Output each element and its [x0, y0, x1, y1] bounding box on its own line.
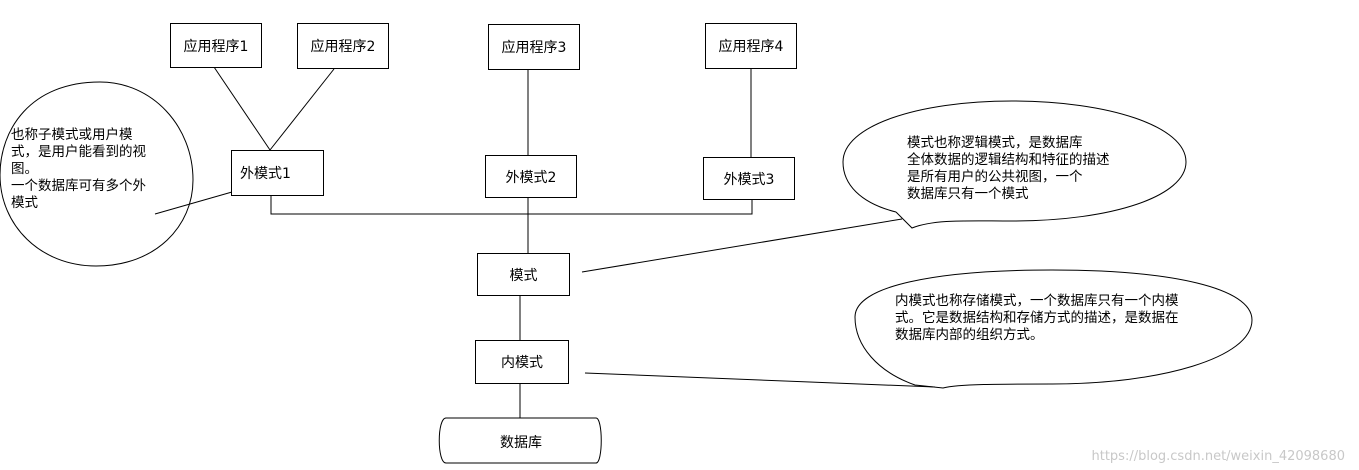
schema-label: 模式	[509, 267, 538, 284]
schema-note-pointer	[581, 218, 903, 273]
external-note-bubble	[0, 81, 194, 267]
watermark: https://blog.csdn.net/weixin_42098680	[1091, 449, 1345, 464]
schema-note-text: 模式也称逻辑模式，是数据库 全体数据的逻辑结构和特征的描述 是所有用户的公共视图…	[907, 135, 1110, 202]
internal-note-pointer	[584, 372, 936, 388]
app2-label: 应用程序2	[310, 39, 376, 55]
app3-label: 应用程序3	[501, 40, 567, 56]
schema-box: 模式	[477, 253, 570, 296]
internal-label: 内模式	[501, 355, 543, 371]
bus-external-schema	[270, 195, 753, 215]
internal-box: 内模式	[475, 340, 569, 384]
app4-box: 应用程序4	[705, 23, 797, 69]
link-app1-ext1	[213, 66, 271, 151]
schema-note-bubble	[842, 100, 1187, 229]
app1-box: 应用程序1	[170, 23, 262, 68]
ext2-box: 外模式2	[485, 155, 577, 198]
ext3-box: 外模式3	[703, 157, 795, 200]
database-label: 数据库	[500, 435, 542, 451]
database-shape	[438, 417, 602, 464]
external-note-pointer	[154, 191, 233, 215]
ext2-label: 外模式2	[505, 169, 557, 186]
app2-box: 应用程序2	[297, 23, 389, 69]
internal-note-bubble	[854, 269, 1253, 389]
app4-label: 应用程序4	[718, 39, 784, 55]
ext1-label: 外模式1	[240, 166, 291, 182]
internal-note-text: 内模式也称存储模式，一个数据库只有一个内模 式。它是数据结构和存储方式的描述，是…	[895, 293, 1179, 343]
app1-label: 应用程序1	[183, 38, 249, 55]
ext1-box: 外模式1	[231, 150, 324, 196]
external-note-text: 也称子模式或用户模 式，是用户能看到的视 图。 一个数据库可有多个外 模式	[11, 127, 146, 211]
ext3-label: 外模式3	[723, 171, 775, 188]
link-app2-ext1	[269, 68, 335, 151]
app3-box: 应用程序3	[488, 24, 580, 70]
